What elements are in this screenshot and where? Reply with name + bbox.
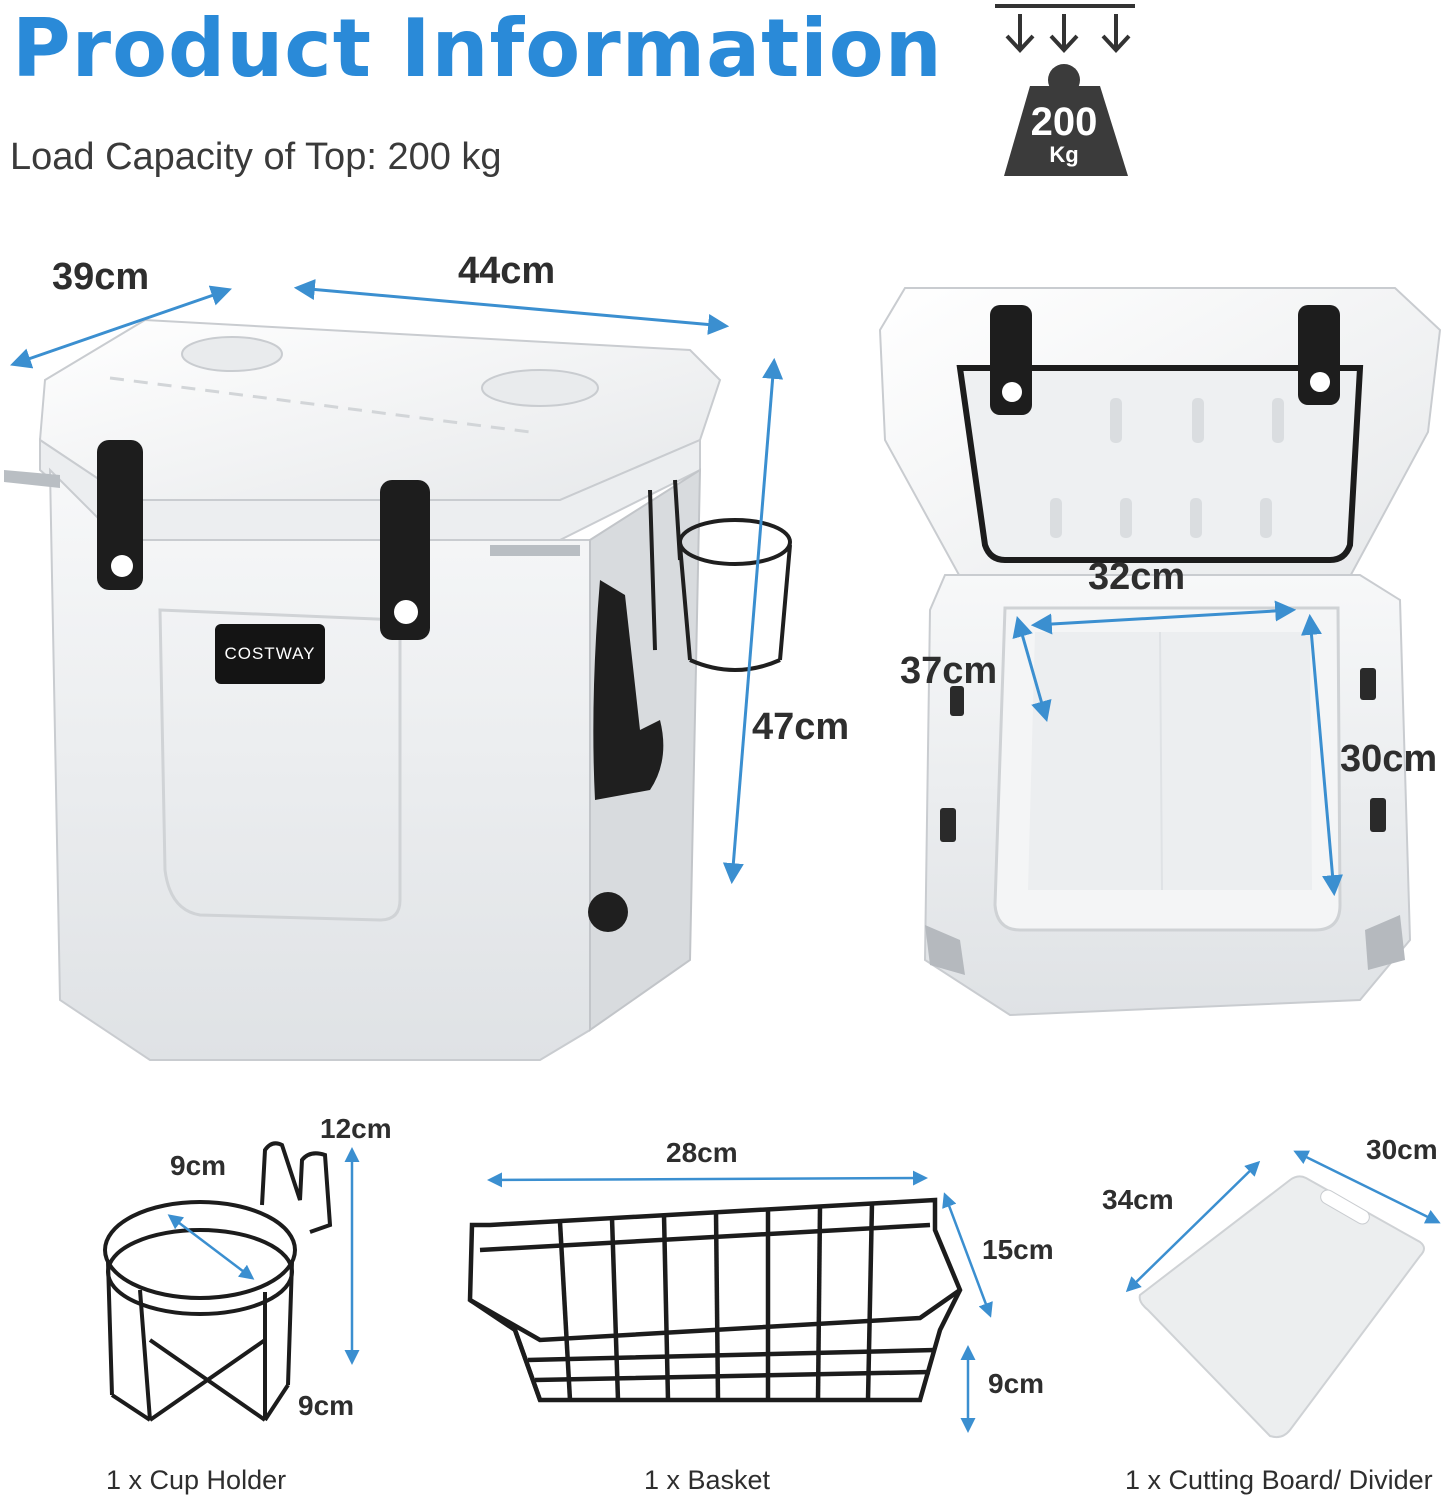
- open-cooler-illustration: [878, 287, 1442, 1017]
- cooler-depth-label: 39cm: [52, 256, 150, 298]
- cup-holder-arrows: [167, 1147, 360, 1365]
- weight-icon: [995, 4, 1135, 176]
- interior-height-label: 30cm: [1340, 738, 1438, 780]
- basket-foot-label: 9cm: [988, 1368, 1045, 1399]
- basket-caption: 1 x Basket: [644, 1465, 771, 1495]
- weight-value: 200: [1030, 100, 1098, 144]
- load-capacity-text: Load Capacity of Top: 200 kg: [10, 136, 502, 178]
- basket-illustration: [467, 1197, 963, 1403]
- cooler-width-label: 44cm: [458, 250, 556, 292]
- cooler-illustration: [4, 318, 792, 1061]
- basket-height-label: 15cm: [982, 1234, 1054, 1265]
- cup-holder-height-label: 12cm: [320, 1113, 392, 1144]
- cup-holder-caption: 1 x Cup Holder: [106, 1465, 287, 1495]
- cooler-dimension-arrows: [10, 279, 784, 885]
- board-caption: 1 x Cutting Board/ Divider: [1125, 1465, 1433, 1495]
- brand-logo-text: COSTWAY: [224, 644, 316, 663]
- basket-arrows: [487, 1170, 993, 1433]
- interior-depth-label: 37cm: [900, 650, 998, 692]
- board-length-label: 34cm: [1102, 1184, 1174, 1215]
- interior-dimension-arrows: [1012, 600, 1343, 897]
- page-title: Product Information: [12, 2, 943, 95]
- weight-unit: Kg: [1049, 142, 1079, 167]
- cooler-height-label: 47cm: [752, 706, 850, 748]
- brand-badge: [215, 624, 325, 684]
- board-width-label: 30cm: [1366, 1134, 1438, 1165]
- board-arrows: [1125, 1150, 1441, 1293]
- cutting-board-illustration: [1138, 1175, 1425, 1439]
- cup-holder-bottom-label: 9cm: [298, 1390, 355, 1421]
- cup-holder-illustration: [103, 1141, 333, 1422]
- basket-length-label: 28cm: [666, 1137, 738, 1168]
- cup-holder-diameter-label: 9cm: [170, 1150, 227, 1181]
- interior-width-label: 32cm: [1088, 556, 1186, 598]
